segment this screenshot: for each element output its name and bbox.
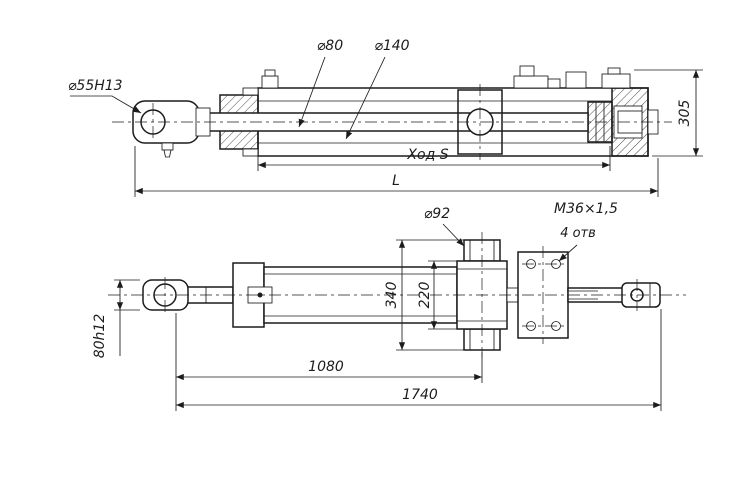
bleed-valve-front [261, 69, 279, 89]
dim-body-height: 220 [417, 282, 433, 309]
fitting-head [264, 69, 276, 77]
grease-fitting-base [161, 142, 174, 151]
valve-nut [547, 78, 561, 89]
dim-boss-dia: ⌀92 [424, 206, 450, 222]
fitting-body [565, 71, 587, 89]
side-dimensions: ⌀55H13 ⌀80 ⌀140 Ход S L 305 [68, 38, 703, 197]
plan-dimensions: ⌀92 M36×1,5 4 отв 340 220 1080 1740 80h1… [92, 201, 662, 411]
dim-overall: 1740 [402, 387, 438, 403]
dim-height: 305 [677, 100, 693, 127]
leader-eye-bore [70, 95, 142, 114]
dim-stroke: Ход S [406, 147, 448, 163]
leader-rod-dia [298, 56, 326, 128]
dim-bore-dia: ⌀140 [374, 38, 409, 54]
gland-step-bottom [242, 148, 259, 157]
dim-rod-flat: 80h12 [92, 314, 108, 359]
rear-valve-body [601, 73, 631, 89]
dim-to-mount: 1080 [308, 359, 344, 375]
valve-body [513, 75, 549, 89]
rear-valve-head [607, 67, 621, 75]
valves-rear-top [513, 65, 631, 89]
valve-head [519, 65, 535, 77]
fitting-body [261, 75, 279, 89]
dim-rod-dia: ⌀80 [317, 38, 343, 54]
leader-thread [558, 244, 578, 262]
dim-block-height: 340 [384, 282, 400, 309]
dim-length: L [392, 173, 400, 189]
dim-eye-bore: ⌀55H13 [68, 78, 123, 94]
leader-boss-dia [442, 223, 465, 247]
dim-holes-count: 4 отв [560, 226, 596, 241]
grease-fitting-tip [163, 149, 172, 158]
front-port-hole [257, 292, 263, 298]
plan-view [108, 232, 686, 358]
rod-eye [132, 100, 211, 158]
side-view [112, 65, 672, 160]
leader-bore-dia [345, 56, 386, 140]
gland-step-top [242, 87, 259, 96]
dim-thread: M36×1,5 [554, 201, 618, 217]
